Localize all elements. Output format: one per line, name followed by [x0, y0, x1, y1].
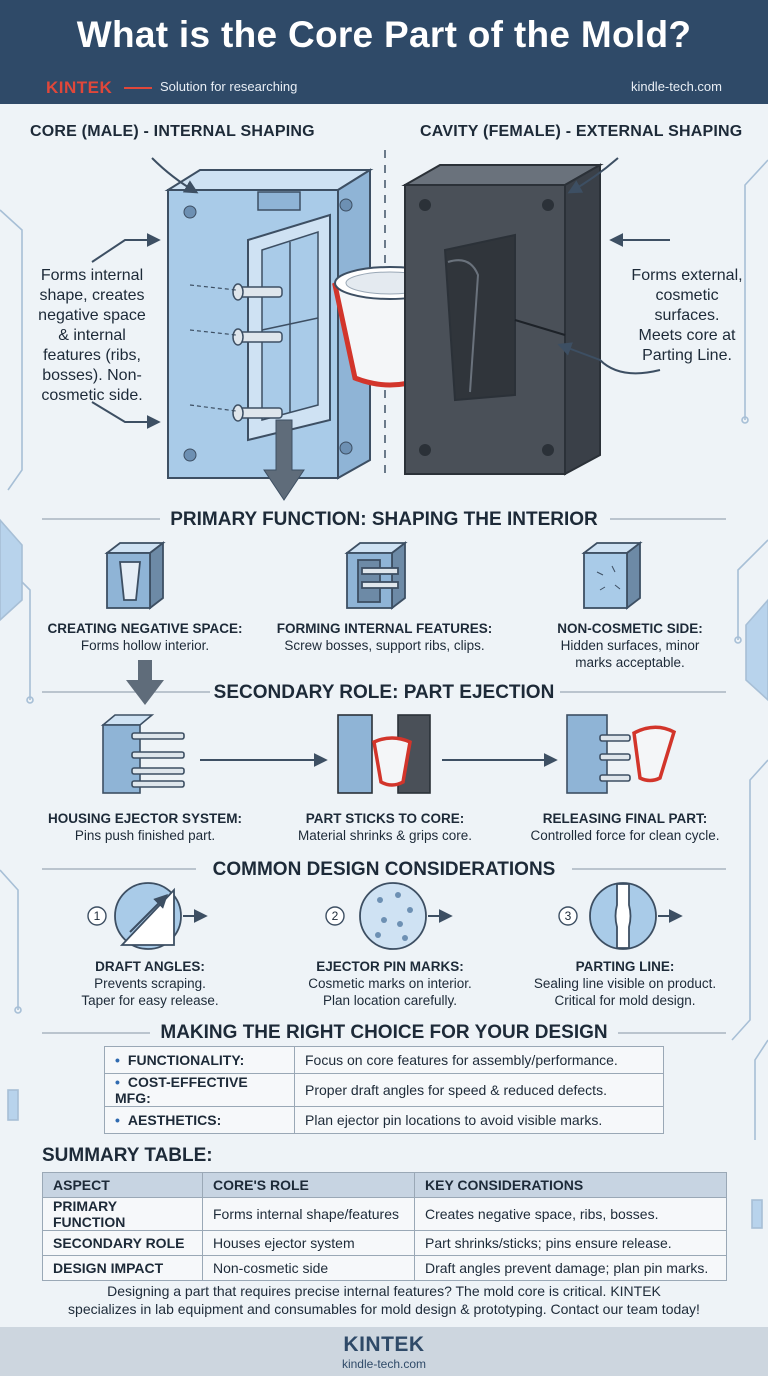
negative-space-block-icon — [104, 541, 166, 610]
summary-heading: SUMMARY TABLE: — [42, 1145, 213, 1166]
cavity-desc-line: surfaces. — [654, 307, 720, 324]
design-item-pin-marks: EJECTOR PIN MARKS:Cosmetic marks on inte… — [308, 959, 472, 1008]
table-cell: Focus on core features for assembly/perf… — [294, 1046, 664, 1074]
table-cell: DESIGN IMPACT — [42, 1255, 203, 1281]
molded-cup-illustration — [332, 266, 448, 388]
cavity-label: CAVITY (FEMALE) - EXTERNAL SHAPING — [420, 123, 743, 140]
core-desc-line: Forms internal — [40, 267, 144, 284]
releasing-part-icon — [566, 714, 677, 794]
table-header: ASPECT — [42, 1172, 203, 1198]
primary-item-non-cosmetic: NON-COSMETIC SIDE:Hidden surfaces, minor… — [557, 621, 703, 670]
table-row: FUNCTIONALITY:Focus on core features for… — [104, 1046, 664, 1074]
hero-arrows — [91, 157, 670, 429]
brand-tagline: Solution for researching — [160, 79, 298, 94]
table-header-row: ASPECT CORE'S ROLE KEY CONSIDERATIONS — [42, 1172, 727, 1198]
table-header: KEY CONSIDERATIONS — [414, 1172, 727, 1198]
cavity-desc-line: Meets core at — [638, 327, 736, 344]
cavity-description: Forms external, cosmetic surfaces. Meets… — [612, 266, 762, 366]
core-desc-line: bosses). Non- — [42, 367, 142, 384]
table-cell: AESTHETICS: — [104, 1106, 295, 1134]
design-item-parting-line: PARTING LINE:Sealing line visible on pro… — [533, 959, 717, 1008]
table-cell: PRIMARY FUNCTION — [42, 1197, 203, 1231]
header-bar: What is the Core Part of the Mold? — [0, 0, 768, 104]
page-title: What is the Core Part of the Mold? — [76, 14, 692, 55]
table-cell: Draft angles prevent damage; plan pin ma… — [414, 1255, 727, 1281]
table-row: AESTHETICS:Plan ejector pin locations to… — [104, 1106, 664, 1134]
core-block-illustration — [164, 168, 374, 501]
table-cell: FUNCTIONALITY: — [104, 1046, 295, 1074]
table-cell: Part shrinks/sticks; pins ensure release… — [414, 1230, 727, 1256]
secondary-item-sticks: PART STICKS TO CORE:Material shrinks & g… — [297, 811, 473, 843]
brand-logo: KINTEK — [46, 78, 113, 97]
core-desc-line: & internal — [58, 327, 126, 344]
badge-number: 1 — [93, 909, 101, 923]
parting-line-icon — [589, 882, 683, 950]
badge-number: 2 — [331, 909, 339, 923]
section-separators — [42, 518, 726, 1034]
core-desc-line: features (ribs, — [43, 347, 141, 364]
secondary-heading: SECONDARY ROLE: PART EJECTION — [213, 682, 555, 703]
secondary-item-ejector: HOUSING EJECTOR SYSTEM:Pins push finishe… — [47, 811, 243, 843]
table-row: COST-EFFECTIVE MFG:Proper draft angles f… — [104, 1073, 664, 1107]
badge-number: 3 — [564, 909, 572, 923]
secondary-item-release: RELEASING FINAL PART:Controlled force fo… — [530, 811, 720, 843]
footer-bar — [0, 1327, 768, 1376]
header-site-link[interactable]: kindle-tech.com — [630, 79, 722, 94]
core-desc-line: cosmetic side. — [41, 387, 143, 404]
cavity-desc-line: Parting Line. — [642, 347, 732, 364]
primary-heading: PRIMARY FUNCTION: SHAPING THE INTERIOR — [170, 509, 598, 530]
cavity-block-illustration — [401, 163, 604, 476]
design-item-draft: DRAFT ANGLES:Prevents scraping.Taper for… — [81, 959, 219, 1008]
table-cell: Non-cosmetic side — [202, 1255, 415, 1281]
call-to-action: Designing a part that requires precise i… — [30, 1282, 738, 1318]
footer-site-link[interactable]: kindle-tech.com — [341, 1357, 427, 1371]
core-desc-line: shape, creates — [39, 287, 145, 304]
table-cell: Houses ejector system — [202, 1230, 415, 1256]
non-cosmetic-block-icon — [581, 541, 643, 610]
part-sticks-icon — [337, 714, 431, 794]
table-cell: SECONDARY ROLE — [42, 1230, 203, 1256]
brand-underline — [124, 87, 152, 89]
draft-angle-icon — [114, 882, 208, 950]
summary-table: ASPECT CORE'S ROLE KEY CONSIDERATIONS PR… — [42, 1172, 727, 1281]
choice-table: FUNCTIONALITY:Focus on core features for… — [104, 1046, 664, 1134]
table-cell: Plan ejector pin locations to avoid visi… — [294, 1106, 664, 1134]
design-heading: COMMON DESIGN CONSIDERATIONS — [212, 859, 556, 880]
table-cell: Creates negative space, ribs, bosses. — [414, 1197, 727, 1231]
primary-item-internal-features: FORMING INTERNAL FEATURES:Screw bosses, … — [276, 621, 493, 653]
core-desc-line: negative space — [38, 307, 146, 324]
core-label: CORE (MALE) - INTERNAL SHAPING — [30, 123, 315, 140]
ejector-system-icon — [100, 714, 185, 794]
cavity-desc-line: Forms external, — [631, 267, 743, 284]
internal-features-block-icon — [344, 541, 408, 610]
core-description: Forms internal shape, creates negative s… — [22, 266, 162, 406]
ejector-pin-marks-icon — [359, 882, 453, 950]
table-cell: COST-EFFECTIVE MFG: — [104, 1073, 295, 1107]
table-header: CORE'S ROLE — [202, 1172, 415, 1198]
table-cell: Forms internal shape/features — [202, 1197, 415, 1231]
primary-item-negative-space: CREATING NEGATIVE SPACE:Forms hollow int… — [47, 621, 243, 653]
footer-brand-logo: KINTEK — [343, 1333, 425, 1356]
cta-line: Designing a part that requires precise i… — [107, 1283, 661, 1299]
cavity-desc-line: cosmetic — [655, 287, 719, 304]
choice-heading: MAKING THE RIGHT CHOICE FOR YOUR DESIGN — [160, 1022, 608, 1043]
table-cell: Proper draft angles for speed & reduced … — [294, 1073, 664, 1107]
cta-line: specializes in lab equipment and consuma… — [68, 1301, 700, 1317]
